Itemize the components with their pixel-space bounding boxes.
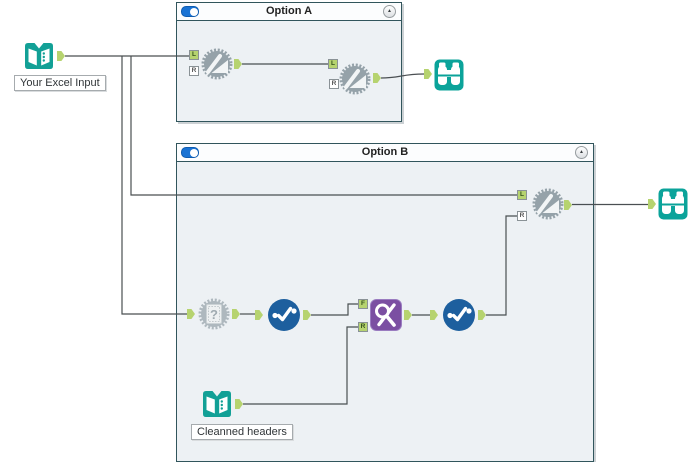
output-anchor[interactable]	[303, 310, 311, 320]
binoculars-icon	[658, 188, 688, 220]
container-b-collapse-button[interactable]: ▲	[575, 146, 588, 159]
output-anchor[interactable]	[232, 309, 240, 319]
output-anchor[interactable]	[373, 73, 381, 83]
input-anchor-l[interactable]: L	[517, 190, 527, 200]
container-a-collapse-button[interactable]: ▲	[383, 5, 396, 18]
input-anchor-r[interactable]: R	[329, 79, 339, 89]
input-data-tool-excel[interactable]	[22, 41, 56, 76]
open-book-icon	[203, 391, 231, 417]
input-anchor-l[interactable]: L	[328, 59, 338, 69]
binoculars-icon	[434, 59, 464, 91]
input-anchor-r[interactable]: R	[517, 211, 527, 221]
input-anchor[interactable]	[424, 69, 432, 79]
output-anchor[interactable]	[235, 399, 243, 409]
formula-pencil-icon	[339, 63, 371, 95]
input-anchor[interactable]	[255, 310, 263, 320]
output-anchor[interactable]	[57, 51, 65, 61]
tool-annotation[interactable]: Your Excel Input	[14, 75, 106, 91]
output-anchor[interactable]	[478, 310, 486, 320]
input-anchor-r[interactable]: R	[189, 66, 199, 76]
input-anchor[interactable]	[648, 199, 656, 209]
connection-wire[interactable]	[380, 73, 425, 79]
input-anchor[interactable]	[187, 309, 195, 319]
input-anchor-l[interactable]: L	[189, 50, 199, 60]
formula-macro-tool-a2[interactable]	[338, 62, 372, 101]
container-a-enable-toggle[interactable]	[181, 6, 199, 17]
connection-wire[interactable]	[311, 303, 358, 316]
output-anchor[interactable]	[404, 310, 412, 320]
container-b-enable-toggle[interactable]	[181, 147, 199, 158]
connection-wire[interactable]	[121, 56, 187, 315]
toggle-knob	[189, 7, 198, 16]
container-a-header: Option A ▲	[177, 3, 401, 21]
browse-tool-b[interactable]	[658, 186, 688, 227]
tool-annotation[interactable]: Cleanned headers	[191, 424, 293, 440]
select-checkmark-icon	[268, 299, 300, 331]
formula-pencil-icon	[201, 48, 233, 80]
formula-pencil-icon	[532, 188, 564, 220]
output-anchor[interactable]	[234, 59, 242, 69]
toggle-knob	[189, 148, 198, 157]
connection-wire[interactable]	[243, 326, 358, 405]
input-anchor-r[interactable]: R	[358, 322, 368, 332]
formula-macro-tool-b[interactable]	[531, 187, 565, 226]
connection-wire[interactable]	[486, 215, 517, 316]
container-b-title: Option B	[361, 146, 409, 158]
container-a-title: Option A	[265, 5, 313, 17]
magnifier-pencil-icon	[370, 299, 402, 331]
document-question-icon: ?	[198, 298, 230, 330]
connection-wire[interactable]	[130, 56, 517, 196]
input-anchor-f[interactable]: F	[358, 299, 368, 309]
open-book-icon	[25, 43, 53, 69]
select-tool-1[interactable]	[267, 298, 301, 337]
output-anchor[interactable]	[564, 200, 572, 210]
input-anchor[interactable]	[430, 310, 438, 320]
find-replace-tool[interactable]	[370, 299, 402, 336]
rename-macro-tool[interactable]: ?	[197, 297, 231, 336]
question-mark-glyph: ?	[210, 307, 218, 322]
select-checkmark-icon	[443, 299, 475, 331]
formula-macro-tool-a1[interactable]	[200, 47, 234, 86]
input-data-tool-headers[interactable]	[200, 389, 234, 424]
browse-tool-a[interactable]	[434, 57, 464, 98]
container-b-header: Option B ▲	[177, 144, 593, 162]
select-tool-2[interactable]	[442, 298, 476, 337]
